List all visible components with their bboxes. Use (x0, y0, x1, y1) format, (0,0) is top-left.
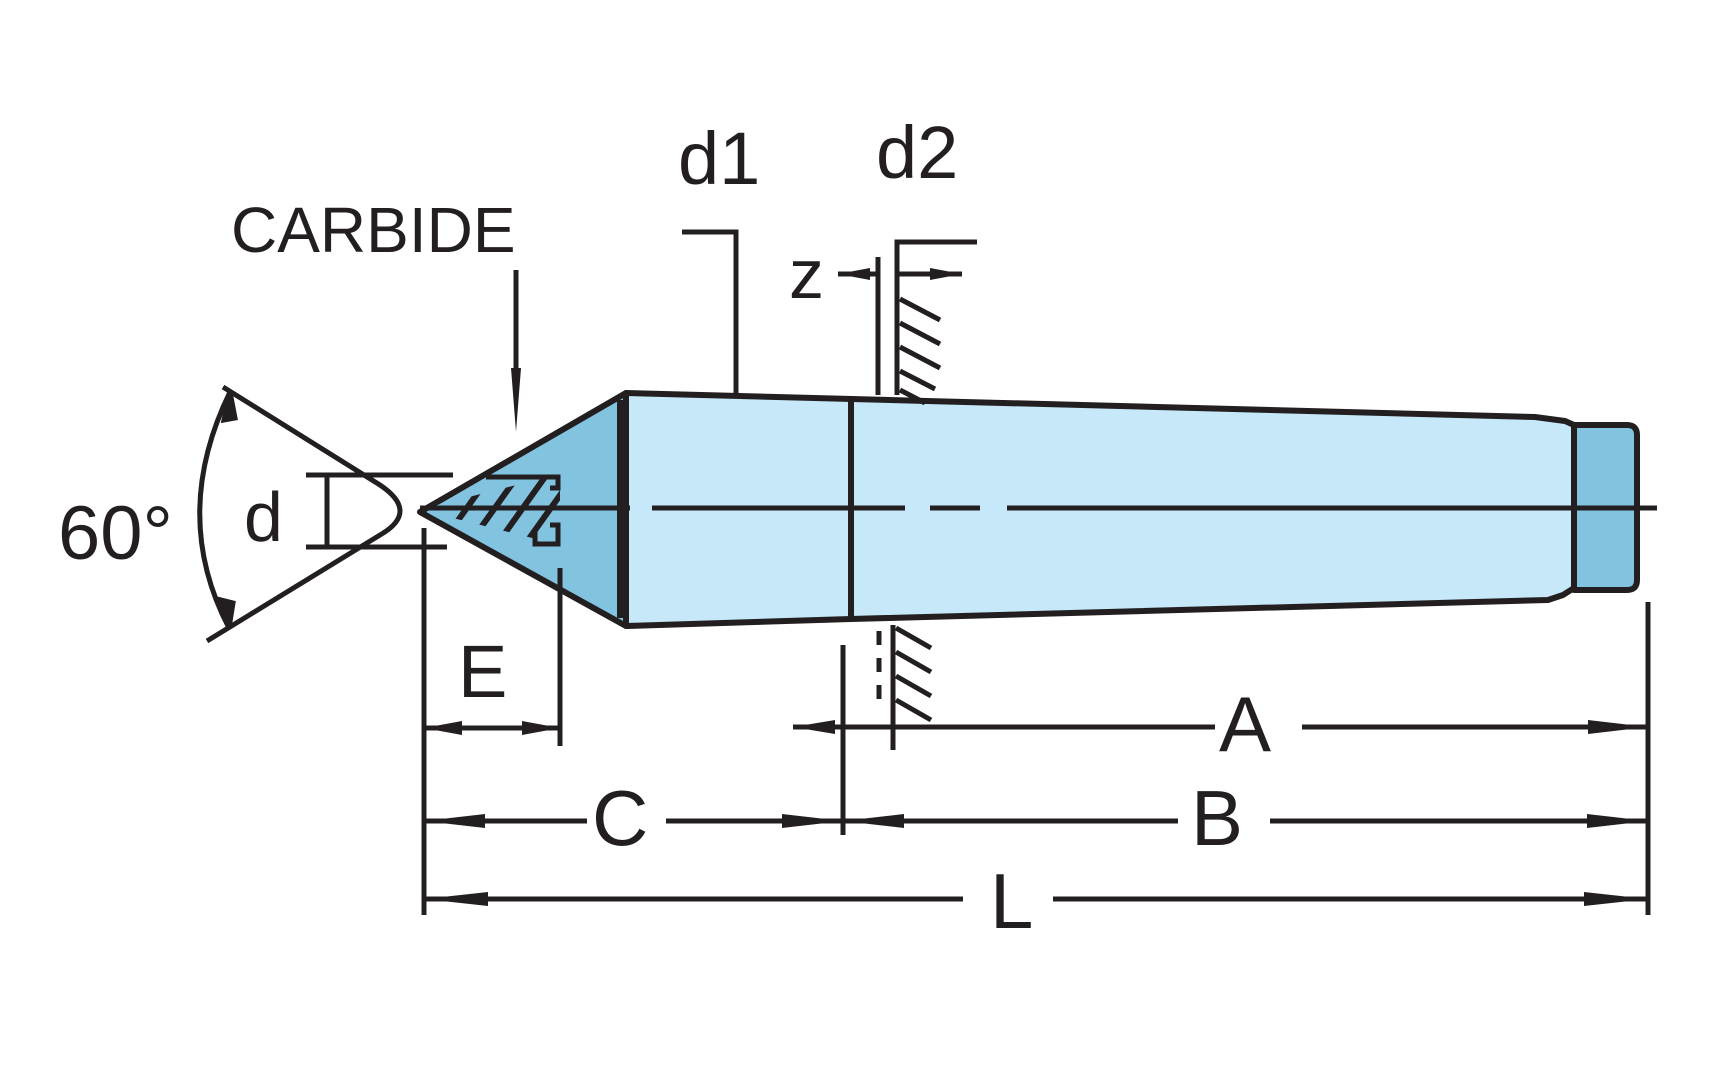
L-dimension (424, 892, 1648, 906)
angle-arc (197, 390, 233, 630)
d1-label: d1 (678, 117, 760, 200)
angle-label: 60° (58, 491, 173, 576)
d1-leader (682, 229, 739, 394)
C-B-dimension (424, 814, 1648, 828)
A-label: A (1219, 680, 1271, 768)
A-dimension (793, 602, 1651, 915)
d2-label: d2 (876, 111, 958, 194)
angle-extension-upper (205, 384, 403, 644)
angle-arrow-bottom (217, 596, 236, 629)
carbide-arrow (511, 270, 521, 432)
C-label: C (592, 774, 648, 862)
d2-z-dimension (838, 239, 977, 750)
carbide-outline (486, 474, 561, 547)
E-dimension (421, 528, 563, 915)
E-label: E (458, 630, 507, 713)
angle-arrow-top (220, 391, 238, 424)
carbide-label: CARBIDE (231, 194, 516, 266)
z-label: z (789, 235, 824, 313)
B-label: B (1191, 774, 1243, 862)
d-label: d (244, 478, 283, 556)
angle-dimension (197, 384, 403, 644)
L-label: L (990, 857, 1033, 945)
